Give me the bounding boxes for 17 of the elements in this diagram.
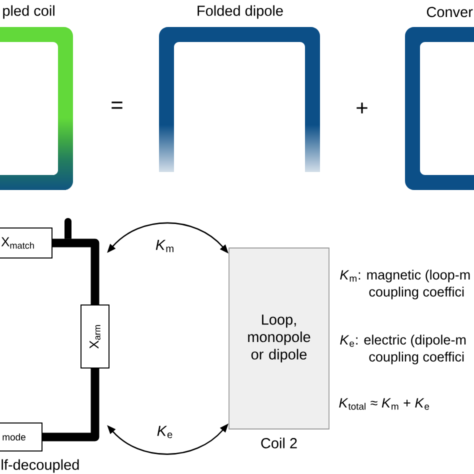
definition-text: coupling coeffici: [369, 352, 464, 364]
equals-sign: =: [112, 102, 122, 109]
coil-heading: Conver: [426, 6, 473, 18]
edge-label: K$_{m}$: [154, 238, 176, 254]
component-box: X$_{match}$: [0, 228, 52, 258]
wire: [52, 238, 100, 304]
plus-sign: +: [356, 102, 368, 114]
coil-box: Loop, monopole or dipole: [228, 248, 330, 430]
component-box: X$_{arm}$: [80, 304, 110, 368]
component-box: mode: [0, 422, 42, 452]
edge-label: K$_{e}$: [156, 424, 174, 440]
definition-text: coupling coeffici: [369, 286, 464, 300]
coil-heading: pled coil: [3, 5, 54, 19]
wire: [42, 368, 100, 442]
coil-caption: lf-decoupled: [2, 459, 79, 473]
coil-heading: Folded dipole: [198, 5, 283, 19]
coil-caption: Coil 2: [261, 438, 297, 448]
